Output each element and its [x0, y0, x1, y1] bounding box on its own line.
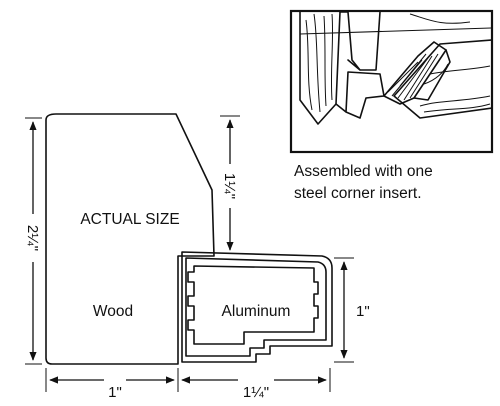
aluminum-label: Aluminum [222, 303, 291, 320]
corner-insert-illustration [289, 9, 494, 154]
aluminum-profile-inner [185, 257, 327, 357]
wood-label: Wood [93, 303, 133, 320]
wood-profile-outline [45, 113, 215, 365]
inset-caption-line-1: Assembled with one [294, 163, 433, 180]
bottom-wood-width-label: 1" [108, 384, 122, 401]
right-height-dimension [334, 257, 354, 363]
bottom-aluminum-width-label: 1¼" [243, 384, 269, 401]
aluminum-channel [187, 265, 319, 345]
bottom-wood-width-dimension [45, 368, 179, 392]
left-height-dimension [24, 117, 44, 365]
bottom-aluminum-width-dimension [181, 368, 331, 392]
left-height-label: 2¼" [24, 225, 41, 251]
right-height-label: 1" [356, 303, 370, 320]
actual-size-label: ACTUAL SIZE [80, 211, 179, 228]
upper-step-label: 1¼" [221, 173, 238, 199]
inset-frame [289, 9, 494, 154]
inset-caption-line-2: steel corner insert. [294, 185, 422, 202]
upper-step-dimension [220, 115, 241, 251]
aluminum-profile-outer [181, 251, 333, 363]
corner-assembly-drawing [299, 12, 491, 125]
frame-profile [45, 113, 333, 365]
